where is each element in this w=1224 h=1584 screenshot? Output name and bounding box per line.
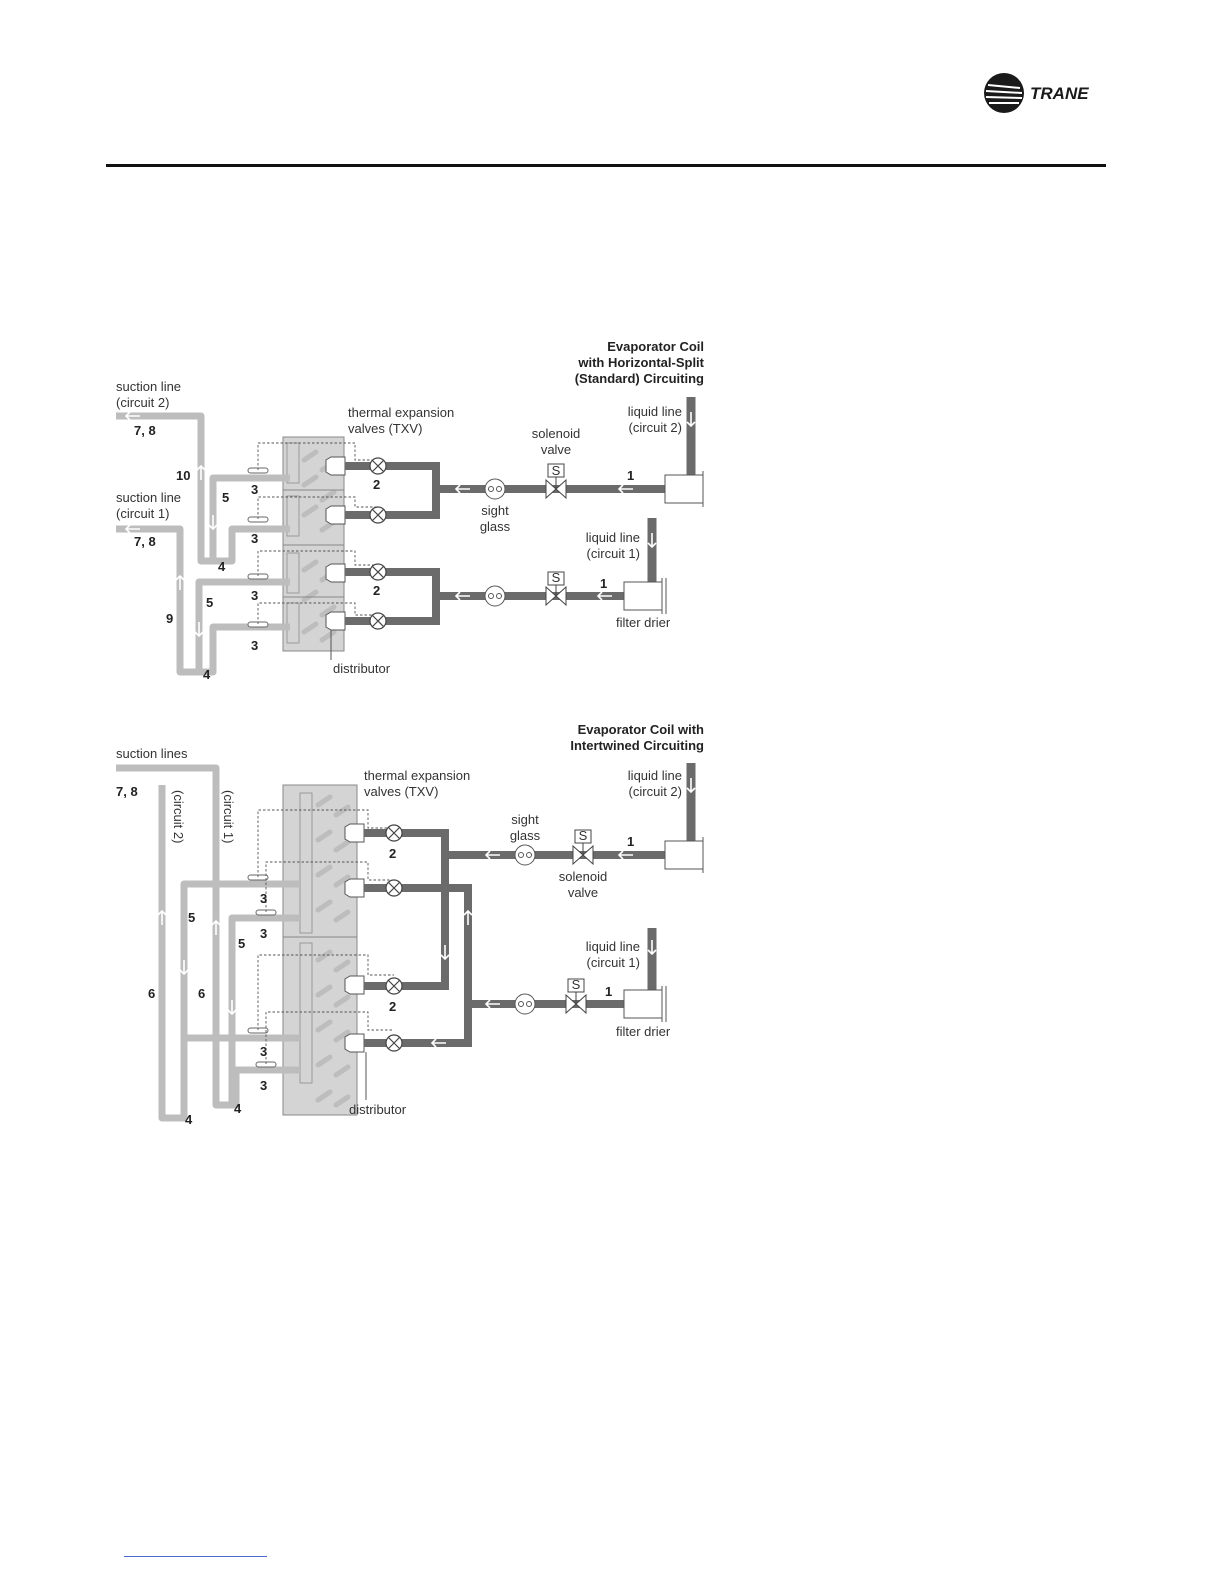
- diagram-intertwined: Evaporator Coil with Intertwined Circuit…: [116, 722, 704, 1127]
- d2-sight-label2: glass: [510, 828, 541, 843]
- d2-num-4a: 4: [185, 1112, 193, 1127]
- d2-filter-label: filter drier: [616, 1024, 671, 1039]
- d1-num-3c: 3: [251, 588, 258, 603]
- d2-liquid-c2-label1: liquid line: [628, 768, 682, 783]
- d1-num-3d: 3: [251, 638, 258, 653]
- d2-title-line2: Intertwined Circuiting: [570, 738, 704, 753]
- d2-num-4b: 4: [234, 1101, 242, 1116]
- d1-filter-drier-circuit2: [664, 471, 704, 507]
- d1-solenoid-label2: valve: [541, 442, 571, 457]
- brand-name: TRANE: [1030, 84, 1089, 103]
- d1-suction-c1-label2: (circuit 1): [116, 506, 169, 521]
- d1-solenoid-label1: solenoid: [532, 426, 580, 441]
- d2-sight-glass-circuit1: [514, 993, 536, 1015]
- d1-txv-label2: valves (TXV): [348, 421, 422, 436]
- d2-num-3b: 3: [260, 926, 267, 941]
- d2-distributor-label: distributor: [349, 1102, 407, 1117]
- d1-num-1b: 1: [600, 576, 607, 591]
- d1-num-78a: 7, 8: [134, 423, 156, 438]
- d2-liquid-c1-label2: (circuit 1): [587, 955, 640, 970]
- d1-suction-c1-label1: suction line: [116, 490, 181, 505]
- d2-liquid-branch-circuit1: [364, 884, 472, 1047]
- d2-num-1b: 1: [605, 984, 612, 999]
- d1-title-line1: Evaporator Coil: [607, 339, 704, 354]
- d2-num-3d: 3: [260, 1078, 267, 1093]
- d1-title-line3: (Standard) Circuiting: [575, 371, 704, 386]
- d2-num-5a: 5: [188, 910, 195, 925]
- d1-liquid-c1-label2: (circuit 1): [587, 546, 640, 561]
- d2-liquid-c2-label2: (circuit 2): [629, 784, 682, 799]
- d1-liquid-c2-label2: (circuit 2): [629, 420, 682, 435]
- svg-text:S: S: [552, 570, 561, 585]
- d2-sight-label1: sight: [511, 812, 539, 827]
- d1-sight-glass-circuit2: [484, 478, 506, 500]
- d2-liquid-c1-label1: liquid line: [586, 939, 640, 954]
- d1-sight-glass-circuit1: [484, 585, 506, 607]
- d1-num-2a: 2: [373, 477, 380, 492]
- d1-liquid-c2-label1: liquid line: [628, 404, 682, 419]
- d1-num-5a: 5: [222, 490, 229, 505]
- d1-num-78b: 7, 8: [134, 534, 156, 549]
- d1-suction-c2-label1: suction line: [116, 379, 181, 394]
- d1-filter-drier-circuit1: [623, 578, 667, 614]
- d1-solenoid-valve-circuit2: S: [545, 463, 567, 500]
- d1-solenoid-valve-circuit1: S: [545, 570, 567, 607]
- d2-sight-glass-circuit2: [514, 844, 536, 866]
- d1-num-4a: 4: [218, 559, 226, 574]
- trane-logo: TRANE: [982, 72, 1112, 114]
- d1-num-2b: 2: [373, 583, 380, 598]
- d2-solenoid-label1: solenoid: [559, 869, 607, 884]
- d1-num-5b: 5: [206, 595, 213, 610]
- d2-txv-label1: thermal expansion: [364, 768, 470, 783]
- d2-num-3c: 3: [260, 1044, 267, 1059]
- d2-num-6b: 6: [198, 986, 205, 1001]
- d1-num-1a: 1: [627, 468, 634, 483]
- d1-sight-label2: glass: [480, 519, 511, 534]
- d2-num-3a: 3: [260, 891, 267, 906]
- d2-num-2b: 2: [389, 999, 396, 1014]
- d2-num-5b: 5: [238, 936, 245, 951]
- d2-num-2a: 2: [389, 846, 396, 861]
- d2-num-78: 7, 8: [116, 784, 138, 799]
- d1-num-10: 10: [176, 468, 190, 483]
- d2-suction-line-circuit2: [158, 785, 300, 1122]
- d2-num-1a: 1: [627, 834, 634, 849]
- d1-num-9: 9: [166, 611, 173, 626]
- svg-text:S: S: [579, 828, 588, 843]
- footer-link-underline: [124, 1556, 267, 1557]
- d2-solenoid-valve-circuit2: S: [572, 828, 594, 866]
- d2-solenoid-valve-circuit1: S: [565, 977, 587, 1015]
- d1-distributor-label: distributor: [333, 661, 391, 676]
- d1-num-3b: 3: [251, 531, 258, 546]
- d1-title-line2: with Horizontal-Split: [577, 355, 704, 370]
- d1-sight-label1: sight: [481, 503, 509, 518]
- d1-num-4b: 4: [203, 667, 211, 682]
- d2-solenoid-label2: valve: [568, 885, 598, 900]
- d1-liquid-c1-label1: liquid line: [586, 530, 640, 545]
- d2-circuit1-label: (circuit 1): [221, 790, 236, 843]
- d2-num-6a: 6: [148, 986, 155, 1001]
- svg-text:S: S: [552, 463, 561, 478]
- d1-distributor-1: [325, 456, 346, 476]
- d2-suction-label: suction lines: [116, 746, 188, 761]
- d1-txv-label1: thermal expansion: [348, 405, 454, 420]
- diagram-horizontal-split: Evaporator Coil with Horizontal-Split (S…: [116, 339, 705, 682]
- d2-title-line1: Evaporator Coil with: [578, 722, 704, 737]
- d2-filter-drier-circuit1: [623, 986, 667, 1022]
- d1-num-3a: 3: [251, 482, 258, 497]
- header-rule: [106, 164, 1106, 167]
- d1-filter-label: filter drier: [616, 615, 671, 630]
- d2-filter-drier-circuit2: [664, 837, 704, 873]
- svg-text:S: S: [572, 977, 581, 992]
- d2-liquid-branch-circuit2: [364, 829, 449, 990]
- d1-suction-c2-label2: (circuit 2): [116, 395, 169, 410]
- d2-txv-label2: valves (TXV): [364, 784, 438, 799]
- d2-suction-line-circuit1: [116, 764, 300, 1109]
- d2-circuit2-label: (circuit 2): [171, 790, 186, 843]
